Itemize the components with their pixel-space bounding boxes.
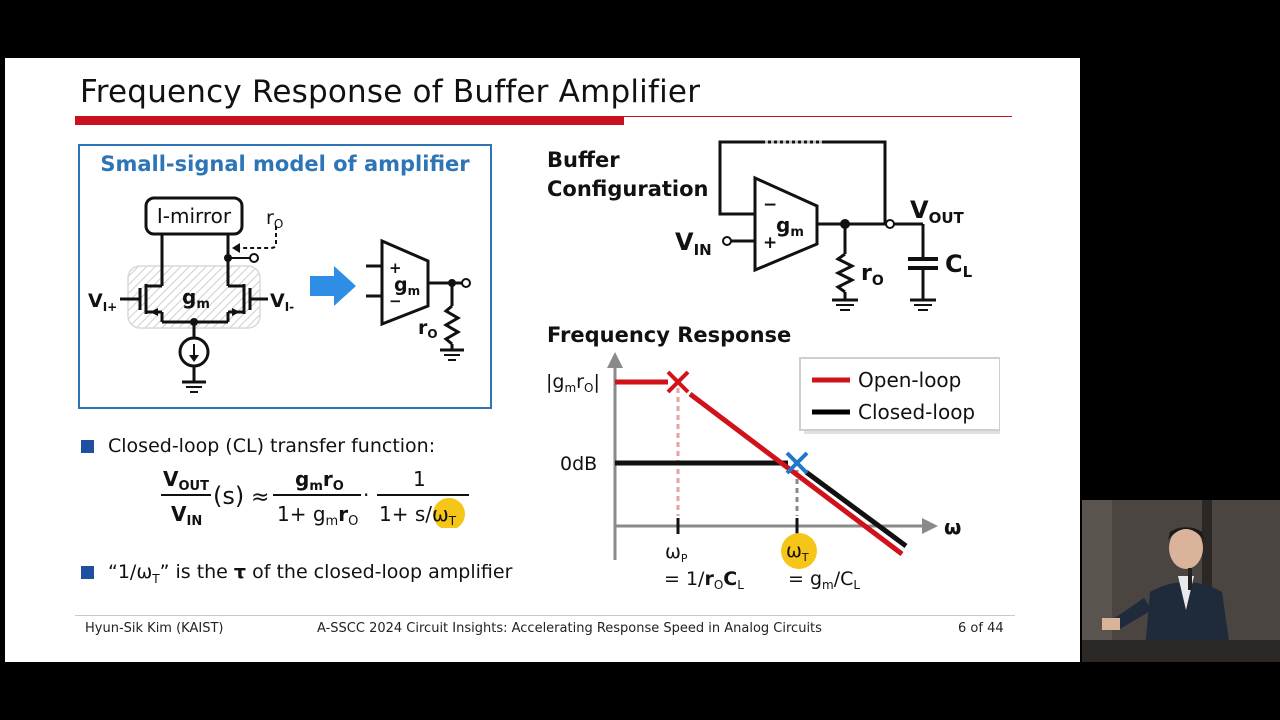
buffer-ro-label: r xyxy=(861,261,872,286)
small-signal-model-box: Small-signal model of amplifier I-mirror xyxy=(78,144,492,409)
slide-title: Frequency Response of Buffer Amplifier xyxy=(80,74,701,110)
wp-cross xyxy=(666,370,690,394)
y-axis-label: g xyxy=(552,371,564,393)
footer-divider xyxy=(75,615,1015,616)
svg-text:= 1/rOCL: = 1/rOCL xyxy=(664,568,744,592)
ro-label: r xyxy=(266,207,274,229)
wt-cross xyxy=(785,451,809,475)
legend-label-0: Open-loop xyxy=(858,368,961,392)
freq-response-title: Frequency Response xyxy=(547,323,792,347)
vout-label: V xyxy=(910,196,929,224)
svg-text:·: · xyxy=(363,483,369,507)
svg-text:+: + xyxy=(763,233,777,253)
vi-minus-label: V xyxy=(270,290,285,312)
bullet-2-text: “1/ωT” is the τ of the closed-loop ampli… xyxy=(108,561,513,586)
transfer-function-equation: VOUT VIN (s) ≈ gmrO 1+ gmrO · 1 1+ s/ωT xyxy=(161,467,469,528)
cl-label: C xyxy=(945,250,963,278)
box-title: Small-signal model of amplifier xyxy=(100,152,470,176)
gm-label: g xyxy=(182,285,196,309)
vin-label: V xyxy=(675,228,694,256)
legend-label-1: Closed-loop xyxy=(858,400,975,424)
buffer-title-1: Buffer xyxy=(547,148,620,172)
x-axis-label: ω xyxy=(944,515,961,539)
buffer-title-2: Configuration xyxy=(547,177,709,201)
footer-author: Hyun-Sik Kim (KAIST) xyxy=(85,621,224,636)
ro-block-label: r xyxy=(418,317,428,339)
svg-text:≈: ≈ xyxy=(251,485,269,510)
svg-text:rO: rO xyxy=(266,207,283,231)
svg-text:ωT: ωT xyxy=(786,540,809,564)
slide: Frequency Response of Buffer Amplifier S… xyxy=(5,58,1080,662)
vi-plus-label: V xyxy=(88,290,103,312)
svg-text:CL: CL xyxy=(945,250,973,281)
svg-text:+: + xyxy=(389,259,402,277)
svg-text:gm: gm xyxy=(776,213,804,240)
footer-title: A-SSCC 2024 Circuit Insights: Accelerati… xyxy=(317,621,822,636)
svg-text:VIN: VIN xyxy=(171,502,202,528)
svg-text:ωP: ωP xyxy=(665,541,688,565)
bullet-marker-1 xyxy=(81,440,94,453)
bullet-marker-2 xyxy=(81,566,94,579)
gm-block-label: g xyxy=(394,274,408,296)
zero-db-label: 0dB xyxy=(560,453,597,475)
svg-text:gm: gm xyxy=(394,274,420,298)
svg-text:(s): (s) xyxy=(213,482,244,510)
imirror-label: I-mirror xyxy=(157,204,232,228)
svg-text:VOUT: VOUT xyxy=(163,467,209,494)
closed-loop-rolloff xyxy=(804,469,908,549)
title-underline-thin xyxy=(624,116,1012,117)
open-loop-rolloff xyxy=(688,392,904,556)
svg-text:|gmrO|: |gmrO| xyxy=(546,371,600,395)
svg-text:VIN: VIN xyxy=(675,228,712,259)
svg-text:rO: rO xyxy=(861,261,884,289)
wt-label: ω xyxy=(786,540,802,562)
svg-text:VOUT: VOUT xyxy=(910,196,965,227)
svg-text:gm: gm xyxy=(182,285,210,312)
bode-plot: ω |gmrO| 0dB ωP = 1/rOCL ωT = gm/CL xyxy=(546,352,1000,592)
presenter-video xyxy=(1082,500,1280,662)
bullet-1-text: Closed-loop (CL) transfer function: xyxy=(108,435,436,457)
svg-text:= gm/CL: = gm/CL xyxy=(788,568,860,592)
svg-text:−: − xyxy=(763,195,777,215)
svg-text:VI-: VI- xyxy=(270,290,294,314)
footer-page-number: 6 of 44 xyxy=(958,621,1004,636)
svg-text:1: 1 xyxy=(413,467,426,491)
small-signal-schematic: I-mirror xyxy=(88,196,471,393)
svg-text:1+ s/ωT: 1+ s/ωT xyxy=(379,502,457,528)
svg-text:rO: rO xyxy=(418,317,438,341)
svg-text:1+ gmrO: 1+ gmrO xyxy=(277,502,358,528)
svg-text:gmrO: gmrO xyxy=(295,467,344,494)
svg-text:VI+: VI+ xyxy=(88,290,117,314)
buffer-schematic: − + gm VIN VOUT rO CL xyxy=(675,140,973,311)
presenter-figure xyxy=(1082,500,1280,662)
buffer-gm-label: g xyxy=(776,213,790,237)
svg-text:−: − xyxy=(389,292,402,310)
legend xyxy=(799,357,1000,431)
title-underline-red xyxy=(75,116,624,125)
wp-label: ω xyxy=(665,541,681,563)
